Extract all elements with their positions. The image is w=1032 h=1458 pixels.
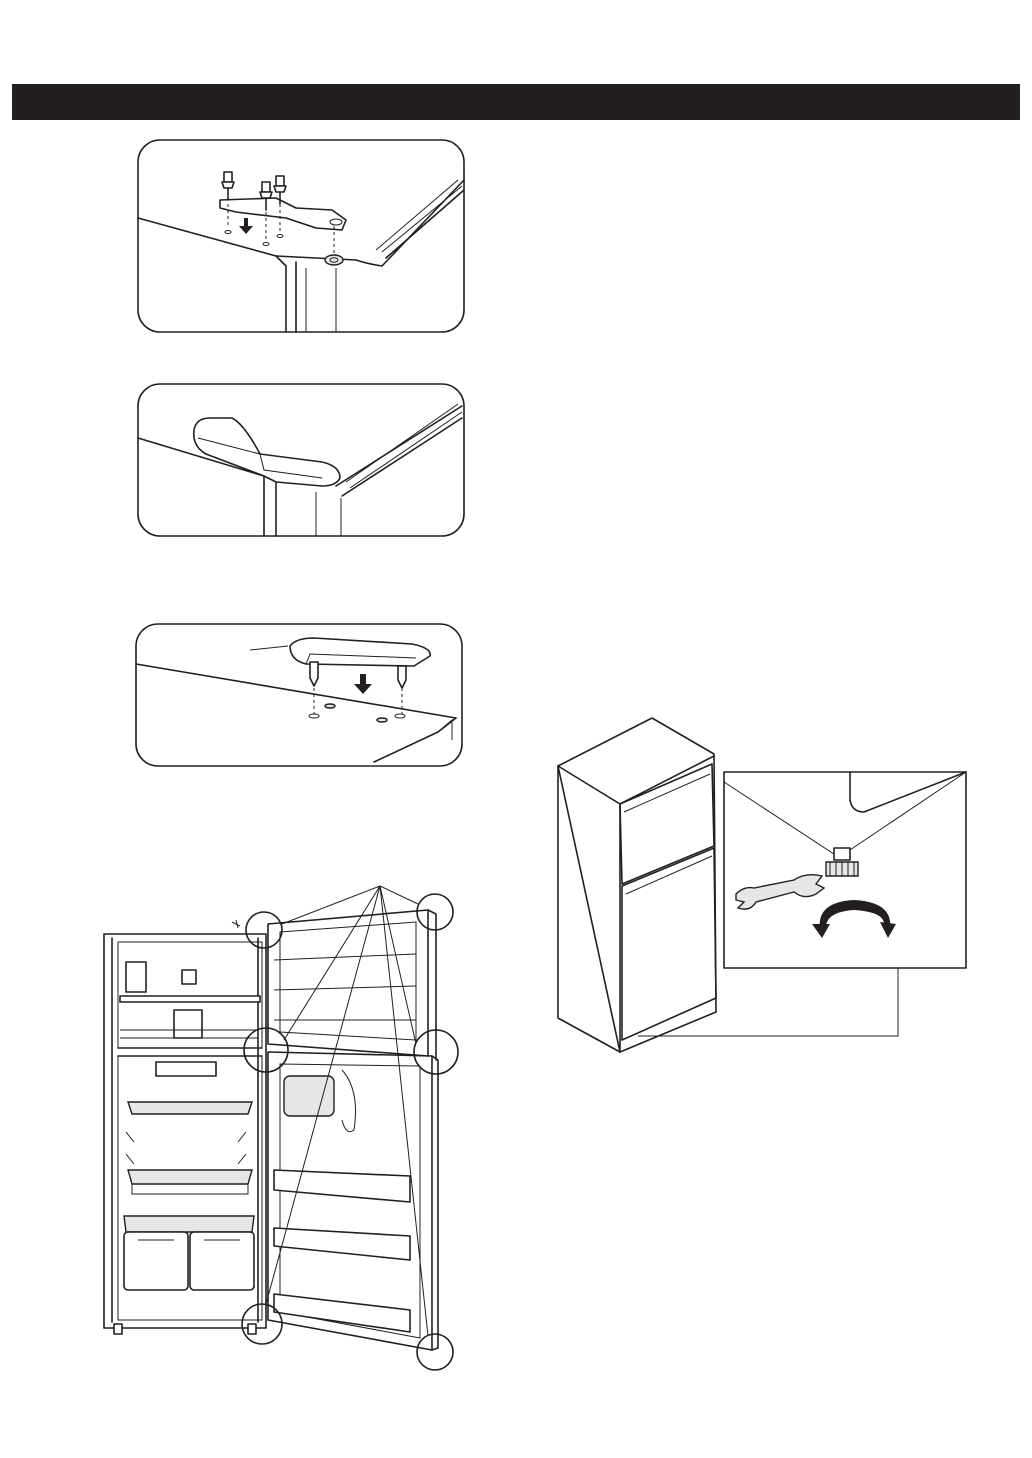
figure-hinge-cover (136, 382, 468, 540)
section-header-bar (12, 84, 1020, 120)
hinge-cover-pins-illustration (134, 622, 466, 770)
figure-refrigerator-open (98, 880, 468, 1380)
refrigerator-open-doors-illustration (98, 880, 468, 1380)
figure-leveling-foot (554, 716, 974, 1058)
figure-hinge-bracket (136, 138, 468, 336)
hinge-cover-illustration (136, 382, 468, 540)
figure-hinge-cover-pins (134, 622, 466, 770)
leveling-foot-wrench-illustration (554, 716, 974, 1058)
hinge-bracket-bolts-illustration (136, 138, 468, 336)
